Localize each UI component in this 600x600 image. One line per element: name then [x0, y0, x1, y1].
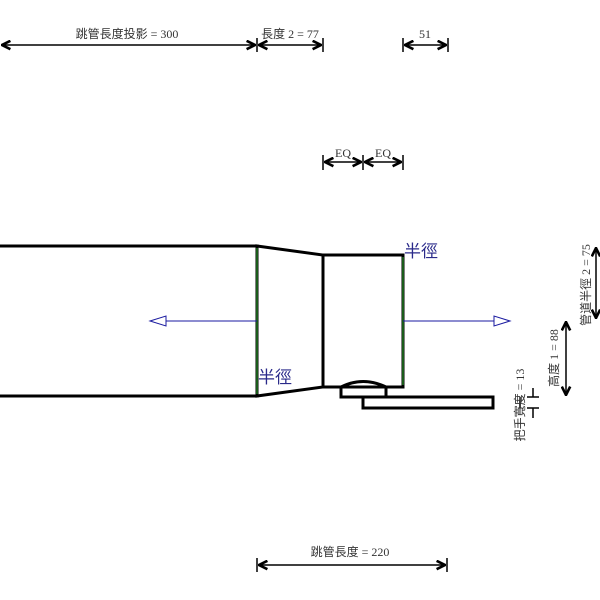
dim-text-jump-length: 跳管長度 = 220	[311, 544, 390, 559]
radius-label-right: 半徑	[404, 242, 438, 261]
handle-bump[interactable]	[339, 380, 388, 399]
outlet-pipe-outline[interactable]	[321, 253, 405, 389]
dim-text-eq-right: EQ	[375, 146, 391, 160]
flow-arrow-right	[403, 315, 512, 327]
radius-label-left: 半徑	[258, 368, 292, 387]
flow-arrow-left	[148, 315, 257, 327]
dim-text-pipe-radius2: 管道半徑 2 = 75	[578, 244, 593, 326]
dim-text-handle-width: 把手寬度 = 13	[512, 369, 527, 442]
dim-text-jump-projection: 跳管長度投影 = 300	[76, 26, 179, 41]
dimension-lines[interactable]	[2, 38, 596, 572]
handle-bar[interactable]	[361, 395, 495, 410]
dim-text-height1: 高度 1 = 88	[546, 329, 561, 387]
dim-text-offset: 51	[419, 27, 431, 41]
pipe-geometry[interactable]	[0, 244, 495, 410]
dim-text-length2: 長度 2 = 77	[261, 26, 319, 41]
dim-text-eq-left: EQ	[335, 146, 351, 160]
